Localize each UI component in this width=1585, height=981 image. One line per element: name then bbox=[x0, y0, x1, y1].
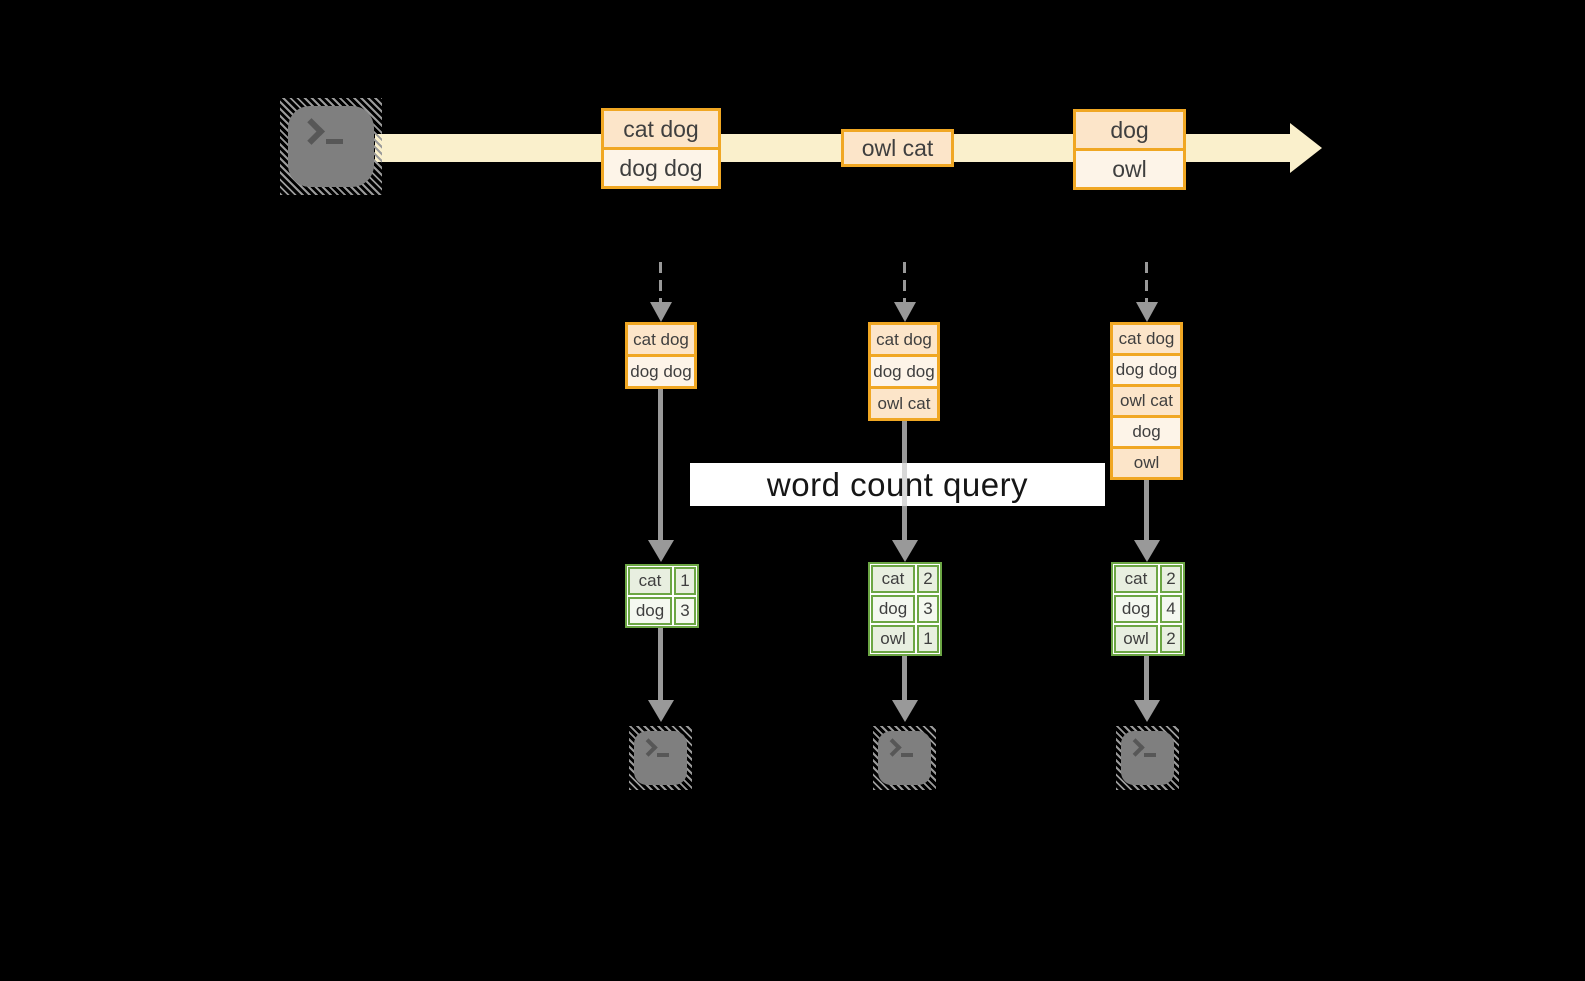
word-cell: dog bbox=[628, 597, 672, 625]
buffer-row: cat dog bbox=[1113, 325, 1180, 353]
arrow-down-icon bbox=[648, 540, 674, 562]
arrow-through-label-line bbox=[902, 463, 907, 506]
count-cell: 3 bbox=[674, 597, 696, 625]
arrow-down-icon bbox=[1134, 540, 1160, 562]
delivery-arrow-line bbox=[1145, 262, 1148, 304]
terminal-screen bbox=[288, 106, 374, 187]
terminal-screen bbox=[634, 731, 687, 785]
prompt-cursor-icon bbox=[901, 753, 913, 757]
arrow-down-icon bbox=[648, 700, 674, 722]
stream-event: cat dog bbox=[604, 111, 718, 147]
buffer-row: owl cat bbox=[871, 386, 937, 418]
prompt-cursor-icon bbox=[326, 139, 343, 144]
word-cell: owl bbox=[871, 625, 915, 653]
count-cell: 2 bbox=[1160, 625, 1182, 653]
word-cell: cat bbox=[628, 567, 672, 595]
delivery-arrow-line bbox=[659, 262, 662, 304]
query-arrow-line bbox=[1144, 480, 1149, 541]
query-label-text: word count query bbox=[766, 465, 1029, 503]
sink-terminal-icon bbox=[873, 726, 936, 790]
arrow-down-icon bbox=[1134, 700, 1160, 722]
terminal-screen bbox=[878, 731, 931, 785]
stream-event: dog bbox=[1076, 112, 1183, 148]
arrow-right-icon bbox=[1290, 123, 1322, 173]
word-count-table: cat 1 dog 3 bbox=[625, 564, 699, 628]
prompt-cursor-icon bbox=[657, 753, 669, 757]
count-cell: 1 bbox=[674, 567, 696, 595]
query-label: word count query bbox=[690, 463, 1105, 506]
buffer-row: cat dog bbox=[628, 325, 694, 354]
word-count-table: cat 2 dog 3 owl 1 bbox=[868, 562, 942, 656]
word-cell: dog bbox=[1114, 595, 1158, 623]
word-cell: dog bbox=[871, 595, 915, 623]
buffer-row: owl bbox=[1113, 446, 1180, 477]
prompt-cursor-icon bbox=[1144, 753, 1156, 757]
count-cell: 3 bbox=[917, 595, 939, 623]
word-cell: cat bbox=[871, 565, 915, 593]
buffer-row: dog bbox=[1113, 415, 1180, 446]
stream-event: dog dog bbox=[604, 147, 718, 186]
delivery-arrow-line bbox=[903, 262, 906, 304]
word-cell: owl bbox=[1114, 625, 1158, 653]
count-cell: 2 bbox=[1160, 565, 1182, 593]
sink-arrow-line bbox=[1144, 656, 1149, 701]
count-cell: 1 bbox=[917, 625, 939, 653]
sink-arrow-line bbox=[658, 628, 663, 701]
event-buffer: cat dog dog dog owl cat dog owl bbox=[1110, 322, 1183, 480]
buffer-row: owl cat bbox=[1113, 384, 1180, 415]
arrow-down-icon bbox=[894, 302, 916, 322]
stream-event-group: dog owl bbox=[1073, 109, 1186, 190]
stream-event-group: cat dog dog dog bbox=[601, 108, 721, 189]
arrow-down-icon bbox=[892, 540, 918, 562]
arrow-down-icon bbox=[892, 700, 918, 722]
count-cell: 2 bbox=[917, 565, 939, 593]
source-terminal-icon bbox=[280, 98, 382, 195]
sink-arrow-line bbox=[902, 656, 907, 701]
buffer-row: cat dog bbox=[871, 325, 937, 354]
sink-terminal-icon bbox=[629, 726, 692, 790]
event-buffer: cat dog dog dog bbox=[625, 322, 697, 389]
query-arrow-line bbox=[658, 389, 663, 541]
buffer-row: dog dog bbox=[871, 354, 937, 386]
arrow-down-icon bbox=[1136, 302, 1158, 322]
event-buffer: cat dog dog dog owl cat bbox=[868, 322, 940, 421]
arrow-down-icon bbox=[650, 302, 672, 322]
count-cell: 4 bbox=[1160, 595, 1182, 623]
buffer-row: dog dog bbox=[1113, 353, 1180, 384]
buffer-row: dog dog bbox=[628, 354, 694, 386]
sink-terminal-icon bbox=[1116, 726, 1179, 790]
stream-event-group: owl cat bbox=[841, 129, 954, 167]
stream-event: owl cat bbox=[844, 132, 951, 164]
word-count-table: cat 2 dog 4 owl 2 bbox=[1111, 562, 1185, 656]
stream-event: owl bbox=[1076, 148, 1183, 187]
word-cell: cat bbox=[1114, 565, 1158, 593]
terminal-screen bbox=[1121, 731, 1174, 785]
